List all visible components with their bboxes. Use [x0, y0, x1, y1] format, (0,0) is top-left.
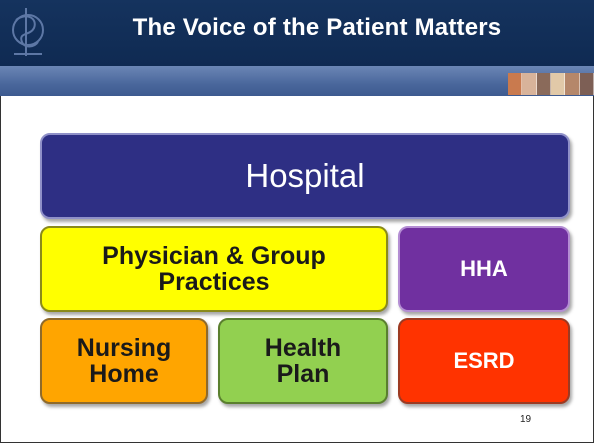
- esrd-box: ESRD: [398, 318, 570, 404]
- nursing-home-label: Nursing Home: [76, 333, 172, 388]
- hospital-box: Hospital: [40, 133, 570, 219]
- hha-box: HHA: [398, 226, 570, 312]
- sub-header-bar: [0, 66, 594, 96]
- physician-group-practices-label: Physician & Group Practices: [102, 241, 326, 296]
- physician-group-practices-box: Physician & Group Practices: [40, 226, 388, 312]
- hospital-label: Hospital: [245, 156, 365, 194]
- hha-label: HHA: [460, 256, 508, 282]
- patient-photos-strip: [508, 73, 594, 95]
- health-plan-label: Health Plan: [264, 333, 342, 388]
- esrd-label: ESRD: [453, 348, 515, 374]
- caduceus-logo-icon: [12, 8, 44, 56]
- title-bar: The Voice of the Patient Matters: [0, 0, 594, 66]
- health-plan-box: Health Plan: [218, 318, 388, 404]
- slide-title: The Voice of the Patient Matters: [132, 14, 502, 41]
- nursing-home-box: Nursing Home: [40, 318, 208, 404]
- page-number: 19: [520, 414, 532, 425]
